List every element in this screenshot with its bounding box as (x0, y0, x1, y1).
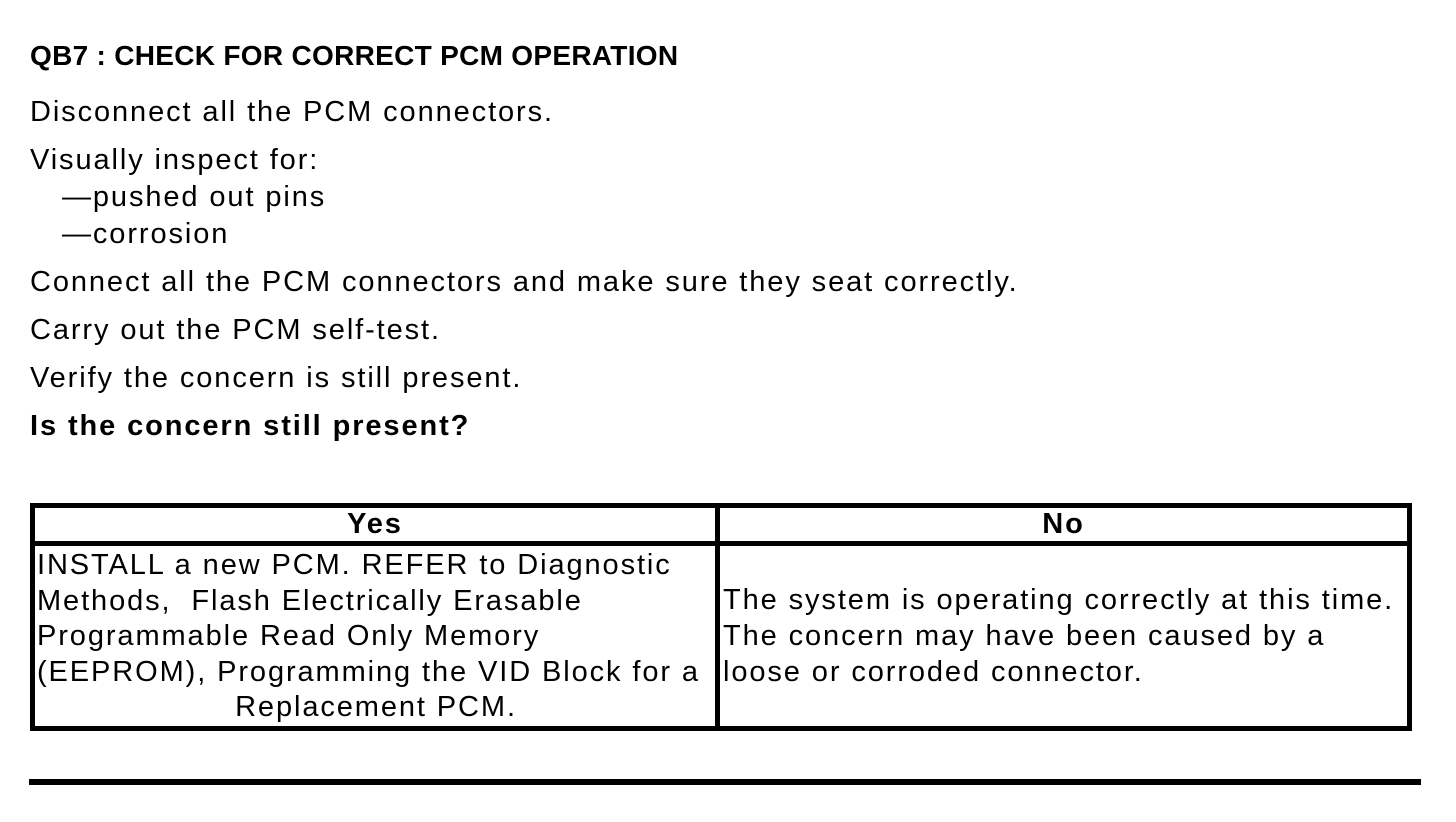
diagnostic-procedure-page: QB7 : CHECK FOR CORRECT PCM OPERATION Di… (29, 40, 1456, 785)
results-table-body-row: INSTALL a new PCM. REFER to Diagnostic M… (35, 546, 1407, 726)
no-action-cell: The system is operating correctly at thi… (720, 546, 1407, 726)
step-visual-inspection-label: Visually inspect for: (30, 144, 320, 176)
inspection-item-pushed-out-pins: —pushed out pins (62, 181, 327, 213)
procedure-title: QB7 : CHECK FOR CORRECT PCM OPERATION (30, 40, 679, 71)
no-action-line: The system is operating correctly at thi… (723, 584, 1395, 616)
step-disconnect-connectors: Disconnect all the PCM connectors. (30, 96, 554, 128)
step-connect-connectors: Connect all the PCM connectors and make … (30, 266, 1019, 298)
step-self-test: Carry out the PCM self-test. (30, 314, 441, 346)
no-action-line: loose or corroded connector. (723, 656, 1144, 688)
step-visual-inspection: Visually inspect for: —pushed out pins —… (30, 142, 1456, 253)
results-table-header-row: Yes No (35, 508, 1407, 546)
page-bottom-rule (29, 779, 1421, 785)
no-action-line: The concern may have been caused by a (723, 620, 1326, 652)
yes-column-header: Yes (35, 508, 720, 541)
yes-action-line: Methods, Flash Electrically Erasable (37, 584, 583, 617)
yes-action-line: Programmable Read Only Memory (37, 620, 541, 652)
yes-action-line: Replacement PCM. (235, 691, 517, 723)
yes-action-line: (EEPROM), Programming the VID Block for … (37, 655, 700, 688)
no-column-header: No (1042, 508, 1085, 540)
step-verify-concern: Verify the concern is still present. (30, 362, 523, 394)
inspection-item-corrosion: —corrosion (62, 218, 230, 250)
no-action-text: The system is operating correctly at thi… (723, 582, 1394, 690)
results-table: Yes No INSTALL a new PCM. REFER to Diagn… (30, 503, 1412, 731)
yes-action-cell: INSTALL a new PCM. REFER to Diagnostic M… (35, 546, 720, 726)
yes-action-line: INSTALL a new PCM. REFER to Diagnostic (37, 549, 672, 581)
decision-question: Is the concern still present? (30, 410, 471, 442)
